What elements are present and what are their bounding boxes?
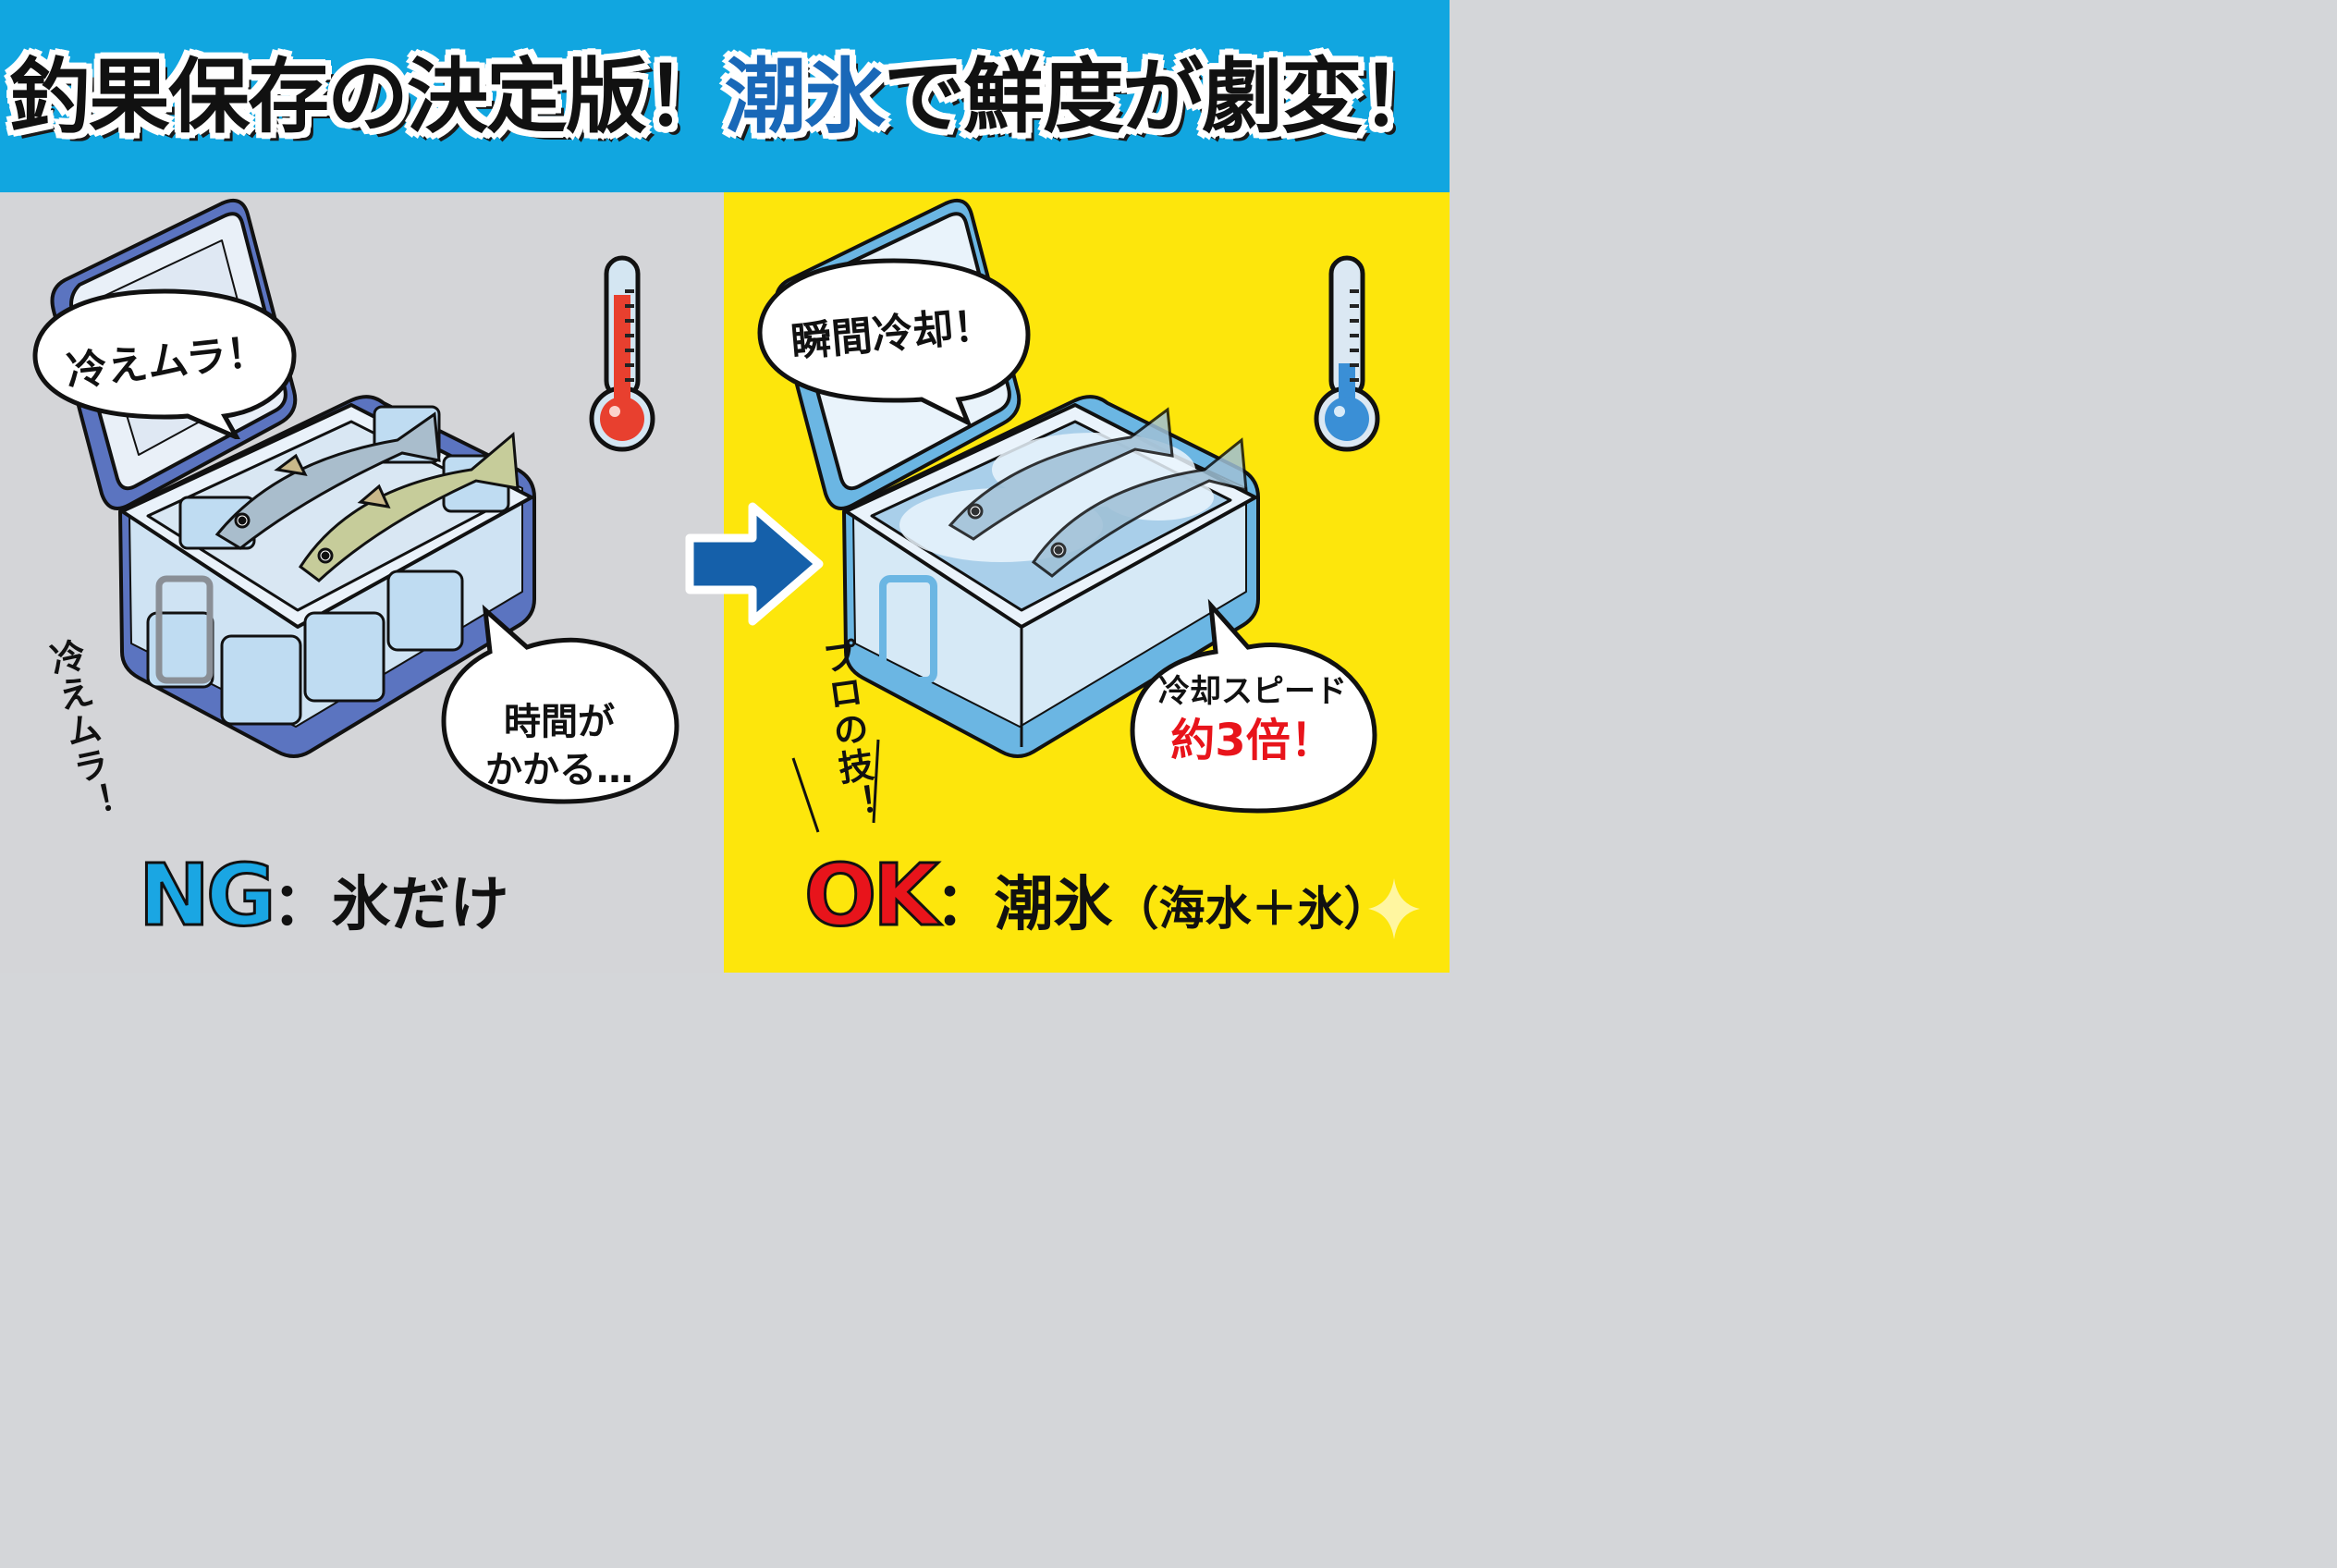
- right-arrow-icon: [685, 502, 824, 626]
- emphasis-lines-icon: [791, 739, 880, 833]
- cold-thermometer-icon: [1314, 255, 1380, 452]
- title-accent: 潮氷: [724, 49, 886, 144]
- cooler-latch: [155, 575, 214, 684]
- header-banner: 釣果保存の決定版！潮氷で鮮度が劇変！: [0, 0, 1450, 192]
- ok-bubble-bottom-line1: 冷却スピード: [1158, 673, 1347, 710]
- ice-cubes: [146, 405, 510, 726]
- page-title: 釣果保存の決定版！潮氷で鮮度が劇変！: [0, 37, 1450, 157]
- ng-badge: NG: [138, 845, 277, 947]
- ok-label-paren: （海水＋氷）: [1112, 882, 1390, 936]
- fish-1: [948, 407, 1174, 541]
- ok-badge: OK: [803, 845, 940, 947]
- ok-label: OK：潮氷（海水＋氷）: [803, 845, 1390, 947]
- ng-bubble-bottom-text: 時間が かかる…: [467, 698, 652, 794]
- ok-speech-bubble-bottom: [1130, 598, 1377, 814]
- ng-label: NG：氷だけ: [138, 845, 509, 947]
- sparkle-icon: [1368, 878, 1420, 939]
- fish-2: [1031, 437, 1248, 578]
- cooler-latch: [879, 575, 937, 684]
- ok-label-separator: ：: [935, 871, 995, 939]
- ng-bubble-bottom-line2: かかる…: [485, 749, 633, 791]
- ok-label-text: 潮氷: [994, 871, 1113, 939]
- title-part-2: で鮮度が劇変！: [884, 49, 1442, 144]
- fish-2: [298, 431, 520, 582]
- ok-speech-bubble-top: [757, 258, 1031, 427]
- ng-label-text: 氷だけ: [331, 871, 509, 939]
- title-part-1: 釣果保存の決定版！: [8, 49, 727, 144]
- ng-speech-bubble-top: [32, 288, 297, 439]
- fish-1: [214, 411, 441, 550]
- ng-speech-bubble-bottom: [441, 604, 679, 804]
- ok-bubble-bottom-text: 冷却スピード 約3倍！: [1137, 670, 1368, 768]
- ng-bubble-bottom-line1: 時間が: [504, 701, 615, 743]
- ng-label-separator: ：: [272, 871, 332, 939]
- ok-bubble-bottom-line2: 約3倍！: [1170, 715, 1335, 766]
- hot-thermometer-icon: [589, 255, 655, 452]
